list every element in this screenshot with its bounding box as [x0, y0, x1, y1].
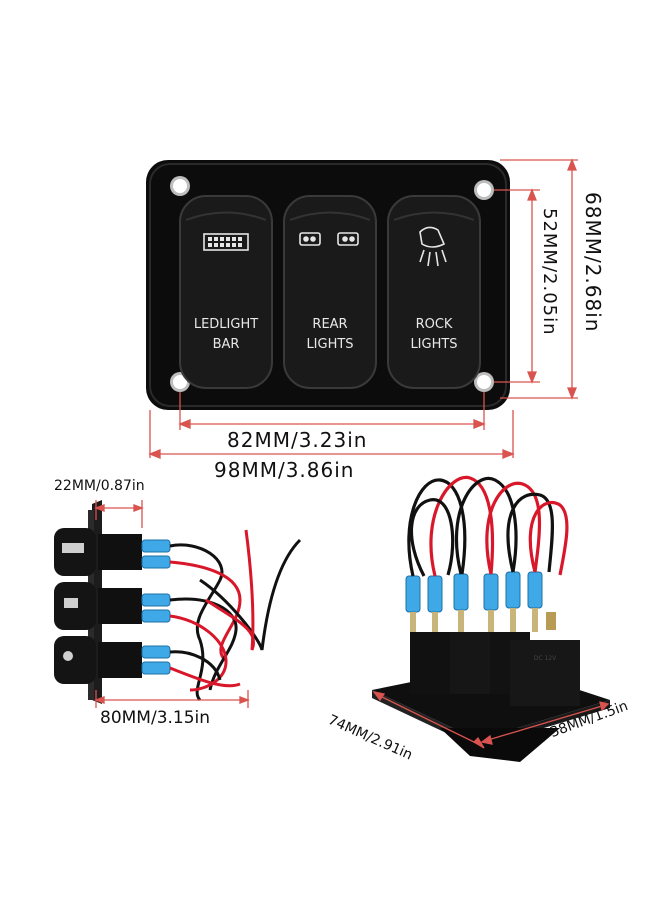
dimension-overall-height: 68MM/2.68in [581, 192, 605, 333]
rear-lights-icon [299, 232, 359, 246]
switch-label-line2: LIGHTS [306, 337, 353, 352]
switch-side-body [54, 636, 142, 684]
mounting-hole [474, 180, 494, 200]
switch-panel-side-view [54, 500, 302, 704]
rocker-switch-rear-lights[interactable]: REAR LIGHTS [283, 195, 377, 389]
switch-side-body [54, 528, 142, 576]
rocker-switch-rock-lights[interactable]: ROCK LIGHTS [387, 195, 481, 389]
switch-label-line2: LIGHTS [410, 337, 457, 352]
wires-rear [407, 475, 569, 577]
dimension-lines-front [148, 158, 578, 459]
wires-side [169, 529, 302, 702]
switch-label-line1: ROCK [416, 317, 453, 332]
dimension-overall-width: 98MM/3.86in [214, 458, 355, 482]
mounting-hole [474, 372, 494, 392]
dimension-lines-side [94, 500, 250, 708]
switch-side-body [54, 582, 142, 630]
blue-connectors-rear [405, 571, 543, 613]
connector-metal-tabs [410, 608, 556, 632]
switch-label-line1: LEDLIGHT [194, 317, 258, 332]
switch-rear-housing: DC 12V [410, 632, 580, 706]
svg-text:DC 12V: DC 12V [534, 655, 557, 662]
dimension-hole-spacing-width: 82MM/3.23in [227, 428, 368, 452]
dimension-side-switch-width: 22MM/0.87in [54, 478, 145, 494]
rocker-switch-led-light-bar[interactable]: LEDLIGHT BAR [179, 195, 273, 389]
dimension-side-depth: 80MM/3.15in [100, 708, 211, 728]
switch-label-line2: BAR [213, 337, 240, 352]
rock-lights-icon [419, 226, 447, 267]
switch-label-line1: REAR [312, 317, 347, 332]
led-light-bar-icon [203, 233, 249, 251]
mounting-hole [170, 176, 190, 196]
switch-panel-rear-isometric: DC 12V [372, 475, 610, 762]
dimension-lines-rear [372, 691, 610, 749]
blue-connectors-side [141, 539, 171, 675]
dimension-hole-spacing-height: 52MM/2.05in [539, 208, 560, 336]
